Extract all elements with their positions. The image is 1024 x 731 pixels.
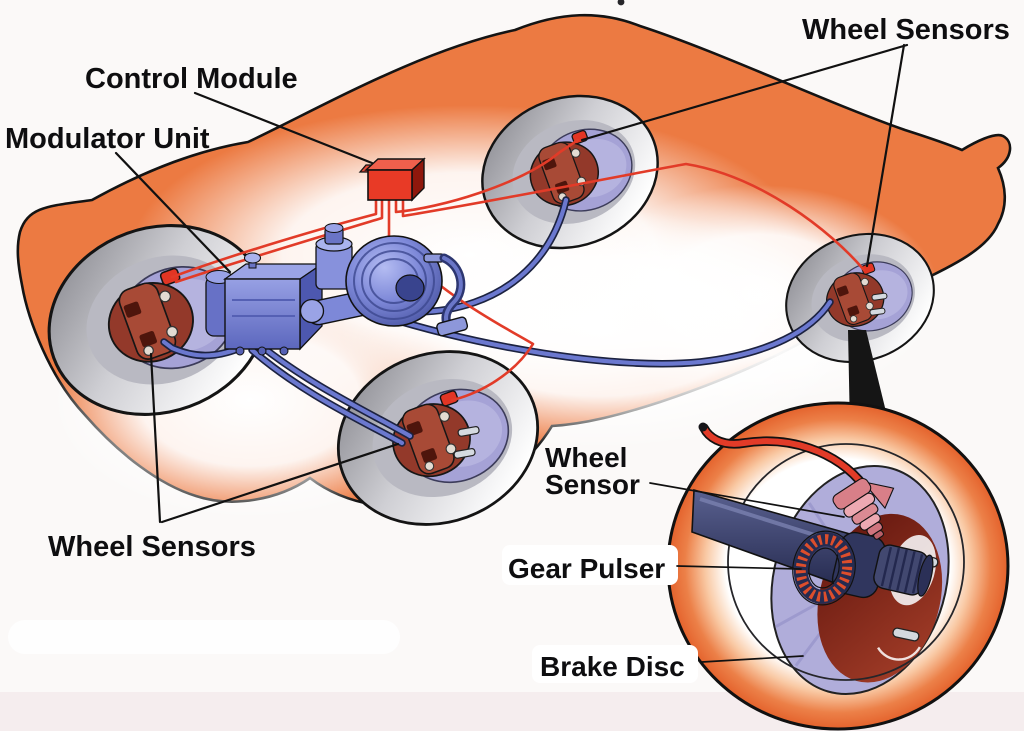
wheel-sensors-bottom-leader-2 — [160, 442, 400, 524]
label-chip — [502, 545, 678, 585]
inset-brake-disc-label: Brake Disc — [540, 651, 685, 682]
inset-wheel-sensor — [832, 477, 895, 540]
wheel-sensors-top-label: Wheel Sensors — [802, 14, 1010, 46]
modulator-unit-label: Modulator Unit — [5, 123, 210, 155]
wheel-bottom-studs — [453, 426, 480, 459]
wheel-sensors-top-leader-2 — [865, 43, 906, 268]
wire-to-top-sensor — [394, 138, 580, 214]
cropped-text-mark — [617, 0, 625, 6]
inset-wheel-sensor-label-line2: Sensor — [545, 469, 640, 500]
inset-wheel-sensor-label-line1: Wheel — [545, 442, 627, 473]
inset-detail: Wheel Sensor Gear Pulser Brake Disc — [502, 401, 1010, 731]
brake-line-to-bottom-wheel-2 — [257, 342, 413, 439]
leader-lines — [114, 43, 909, 524]
inset-gear-pulser — [792, 530, 856, 606]
brake-pedal — [423, 253, 469, 337]
brake-booster — [345, 235, 443, 327]
inset-inner-circle — [727, 443, 965, 681]
inset-wheel-sensor-leader — [649, 482, 845, 518]
inset-gear-pulser-leader — [676, 565, 802, 570]
control-module-label: Control Module — [85, 63, 298, 95]
brake-line-to-bottom-wheel — [249, 347, 405, 446]
wheel-right-studs — [869, 292, 888, 316]
wire-to-right-sensor — [401, 162, 866, 272]
inset-axle-shaft — [691, 488, 934, 599]
wheel-stud — [892, 627, 920, 642]
pedal-pad — [436, 316, 469, 337]
brake-line-to-right-wheel — [345, 299, 833, 366]
wheel-sensors-bottom-label: Wheel Sensors — [48, 531, 256, 563]
wheel-sensors-top-leader-1 — [580, 43, 909, 142]
inset-gear-pulser-label: Gear Pulser — [508, 553, 665, 584]
wire-to-left-sensor — [170, 194, 378, 279]
modulator-unit-leader — [114, 151, 232, 274]
sensor-wires — [170, 138, 866, 402]
inset-leader-lines — [649, 482, 845, 663]
scan-artifact-white-strip — [8, 620, 400, 654]
wheel-sensors-bottom-leader-1 — [149, 352, 162, 524]
inset-sensor-wire — [701, 425, 867, 489]
control-module — [358, 157, 426, 202]
wire-to-left-sensor-2 — [174, 194, 384, 284]
splined-shaft-tip — [873, 544, 934, 597]
control-module-leader — [193, 91, 374, 165]
wire-ferrule — [698, 422, 708, 432]
brake-line-to-left-wheel — [161, 339, 243, 358]
label-chip — [532, 645, 698, 683]
inset-brake-disc-leader — [701, 655, 804, 663]
